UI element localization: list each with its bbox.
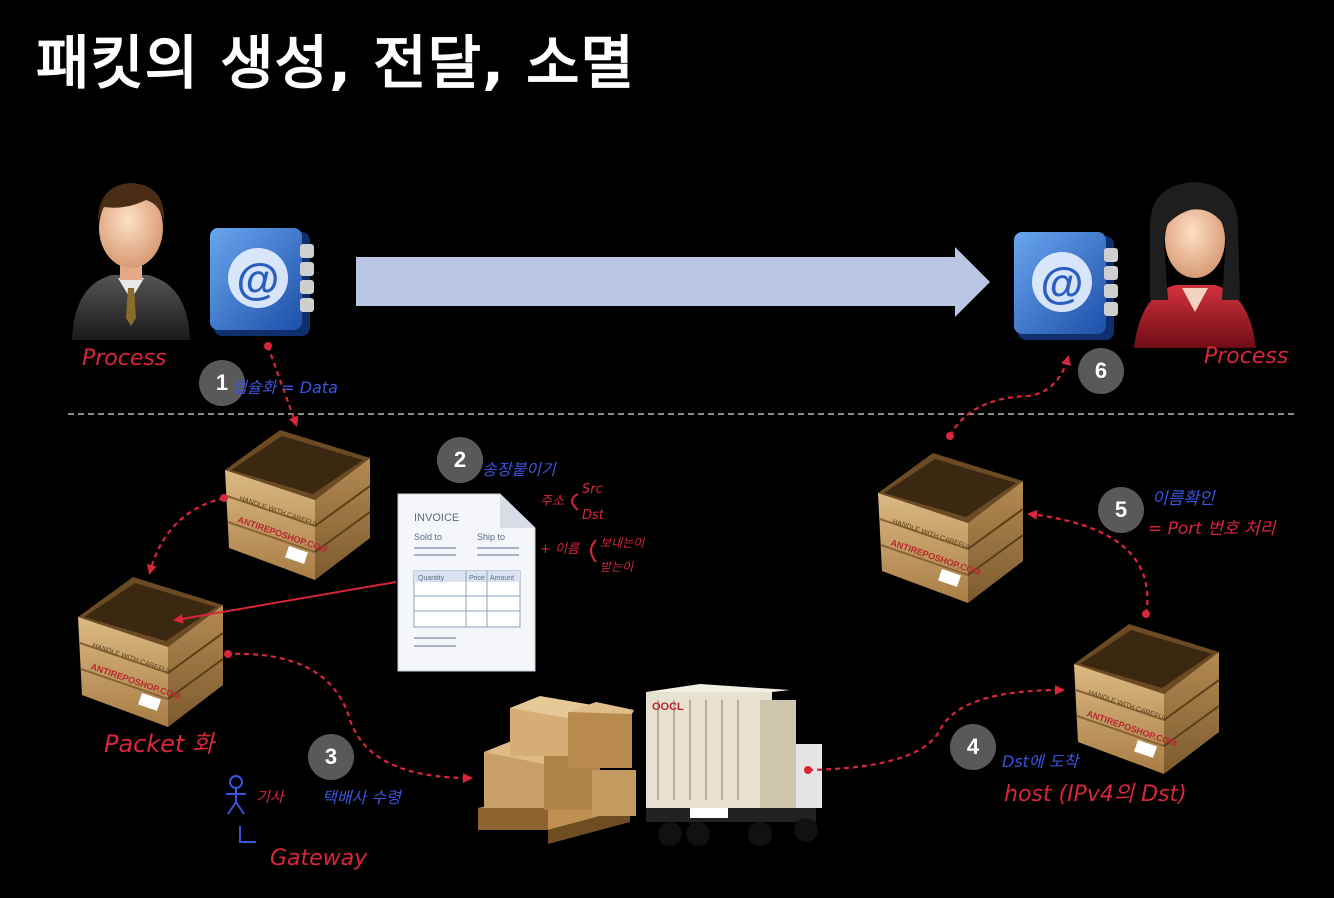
invoice-col-price: Price: [469, 575, 485, 582]
step-badge-1: 1: [199, 360, 245, 406]
arrow-crate-to-packet: [146, 496, 225, 575]
address-book-icon: @: [210, 228, 314, 336]
arrow-truck-to-host: [807, 685, 1065, 772]
arrow-crate-to-book: [949, 355, 1071, 437]
invoice-note-sender: 보내는이: [600, 536, 645, 550]
svg-text:@: @: [1041, 259, 1084, 308]
crate-icon: HANDLE WITH CAREFUL ANTIREPOSHOP.COM: [225, 430, 371, 580]
stick-figure-icon: [226, 775, 256, 843]
invoice-heading: INVOICE: [414, 512, 459, 524]
boxes-pallet-icon: [478, 696, 636, 844]
invoice-ship-to: Ship to: [477, 532, 505, 542]
invoice-col-amount: Amount: [490, 575, 514, 582]
container-truck-icon: OOCL: [646, 684, 822, 846]
receiver-process-label: Process: [1204, 344, 1289, 369]
step2-note: 송장붙이기: [482, 460, 556, 479]
step5-note: 이름확인: [1152, 489, 1215, 509]
flow-arrow: [356, 247, 990, 317]
step3-note: 택배사 수령: [322, 788, 401, 807]
step-badge-5: 5: [1098, 487, 1144, 533]
packet-label: Packet 화: [104, 730, 215, 758]
invoice-note-name: + 이름: [540, 542, 579, 557]
invoice-note-src: Src: [582, 482, 603, 497]
step-badge-6: 6: [1078, 348, 1124, 394]
arrow-book-to-crate: [266, 345, 299, 427]
invoice-note-receiver: 받는이: [600, 560, 634, 574]
step1-note: 캡슐화 = Data: [232, 378, 338, 397]
host-label: host (IPv4의 Dst): [1004, 782, 1187, 807]
address-book-icon: @: [1014, 232, 1118, 340]
arrow-invoice-to-packet: [173, 581, 397, 624]
businesswoman-icon: [1134, 182, 1256, 348]
step-badge-4: 4: [950, 724, 996, 770]
page-title: 패킷의 생성, 전달, 소멸: [36, 29, 635, 97]
svg-text:@: @: [237, 255, 280, 304]
invoice-note-addr: 주소: [540, 494, 564, 509]
invoice-sold-to: Sold to: [414, 532, 442, 542]
gateway-person-label: 기사: [256, 788, 284, 806]
arrow-packet-to-pallet: [225, 652, 473, 783]
arrow-host-to-crate: [1027, 509, 1149, 615]
port-label: = Port 번호 처리: [1148, 519, 1276, 539]
businessman-icon: [72, 183, 190, 340]
step4-note: Dst에 도착: [1002, 752, 1079, 771]
invoice-col-quantity: Quantity: [418, 575, 445, 582]
gateway-label: Gateway: [270, 846, 368, 871]
truck-brand-text: OOCL: [652, 701, 684, 713]
sender-process-label: Process: [82, 346, 167, 371]
invoice-icon: INVOICE Sold to Ship to Quantity Price A…: [397, 493, 536, 672]
step-badge-2: 2: [437, 437, 483, 483]
step-badge-3: 3: [308, 734, 354, 780]
invoice-note-dst: Dst: [582, 508, 604, 523]
